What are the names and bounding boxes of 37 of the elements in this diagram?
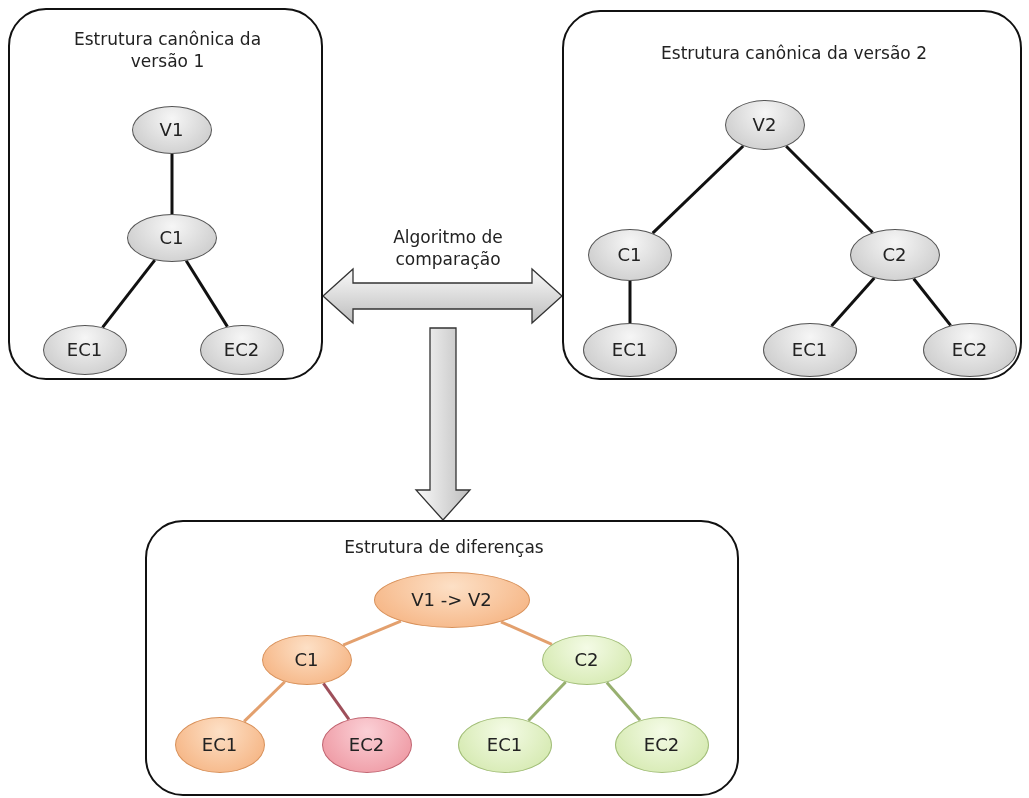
tree-connector (243, 680, 286, 723)
block-arrow (414, 327, 472, 521)
tree-node-ellipse: C1 (587, 228, 672, 281)
tree-node-ellipse: EC2 (321, 716, 412, 773)
edge-label: Algoritmo de comparação (392, 226, 504, 271)
tree-connector (342, 619, 402, 647)
tree-connector (785, 145, 874, 234)
tree-node-ellipse: EC1 (582, 322, 677, 377)
group-panel (145, 520, 739, 796)
tree-connector (628, 281, 632, 323)
tree-connector (830, 277, 876, 327)
tree-node-ellipse: C1 (261, 634, 352, 685)
tree-connector (101, 259, 156, 329)
group-panel (8, 8, 323, 380)
tree-node-ellipse: C2 (541, 634, 632, 685)
tree-node-ellipse: EC1 (174, 716, 265, 773)
panel-title: Estrutura canônica da versão 2 (660, 42, 928, 65)
panel-title: Estrutura canônica da versão 1 (72, 28, 263, 73)
tree-node-ellipse: V1 -> V2 (373, 571, 530, 628)
tree-connector (651, 144, 745, 235)
tree-node-ellipse: V1 (131, 105, 212, 154)
tree-node-ellipse: EC1 (42, 324, 127, 375)
tree-node-ellipse: C1 (126, 213, 217, 262)
tree-node-ellipse: C2 (849, 228, 940, 281)
tree-node-ellipse: EC2 (922, 322, 1017, 377)
tree-node-ellipse: EC1 (457, 716, 552, 773)
tree-node-ellipse: EC1 (762, 322, 857, 377)
tree-connector (527, 680, 567, 722)
tree-node-ellipse: EC2 (199, 324, 284, 375)
tree-node-ellipse: EC2 (614, 716, 709, 773)
tree-connector (170, 154, 174, 214)
tree-node-ellipse: V2 (724, 99, 805, 150)
double-block-arrow (322, 267, 563, 325)
group-panel (562, 10, 1022, 380)
tree-connector (322, 682, 351, 721)
tree-connector (500, 620, 553, 646)
panel-title: Estrutura de diferenças (343, 536, 545, 559)
